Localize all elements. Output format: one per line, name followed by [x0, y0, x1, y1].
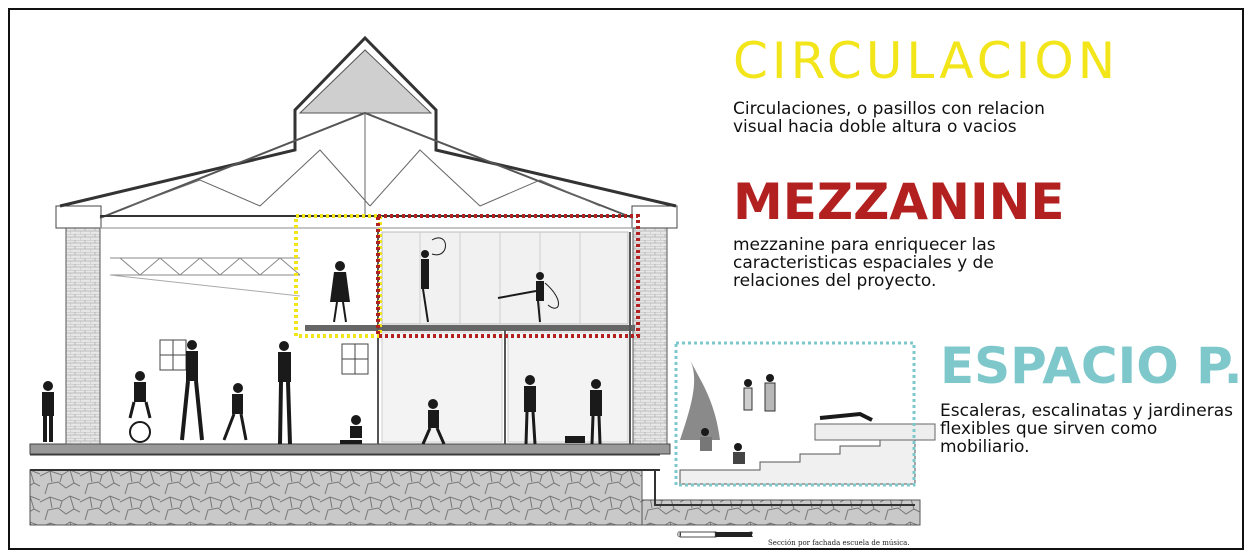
dancer-yellow: [330, 261, 350, 323]
espacio-description: Escaleras, escalinatas y jardineras flex…: [940, 401, 1233, 457]
roof: [59, 35, 677, 219]
stilt-walker-2: [278, 341, 292, 445]
musician-2: [524, 375, 537, 445]
garden-stairs: [679, 360, 936, 485]
circulacion-description: Circulaciones, o pasillos con relacion v…: [733, 99, 1045, 137]
people-silhouettes: [42, 237, 602, 445]
stilt-walker-1: [180, 340, 204, 441]
mezzanine-description: mezzanine para enriquecer las caracteris…: [733, 235, 996, 291]
truss: [109, 257, 301, 297]
windows: [159, 339, 369, 375]
unicyclist: [128, 371, 152, 443]
scale-bar: [679, 531, 752, 538]
mezzanine-title: MEZZANINE: [733, 173, 1065, 231]
mezzanine-zone: [376, 214, 640, 338]
scale-label-2: 2: [749, 531, 754, 539]
ribbon-dancer-2: [497, 272, 559, 323]
circulacion-title: CIRCULACION: [733, 32, 1120, 90]
ribbon-dancer-1: [421, 237, 446, 323]
espacio-title: ESPACIO P.: [940, 337, 1243, 395]
musician-3: [590, 379, 602, 445]
walls: [55, 205, 678, 445]
seated-person: [340, 415, 362, 444]
scale-label-0: 0: [677, 531, 682, 539]
foundation: [29, 443, 921, 526]
juggler: [222, 383, 248, 441]
musician-1: [421, 399, 446, 445]
instrument-case: [565, 436, 585, 443]
circulacion-zone: [294, 214, 382, 338]
drawing-caption: Sección por fachada escuela de música.: [768, 539, 910, 547]
scale-label-1: 1: [713, 531, 718, 539]
person-1: [42, 381, 54, 442]
espacio-zone: [674, 341, 916, 487]
